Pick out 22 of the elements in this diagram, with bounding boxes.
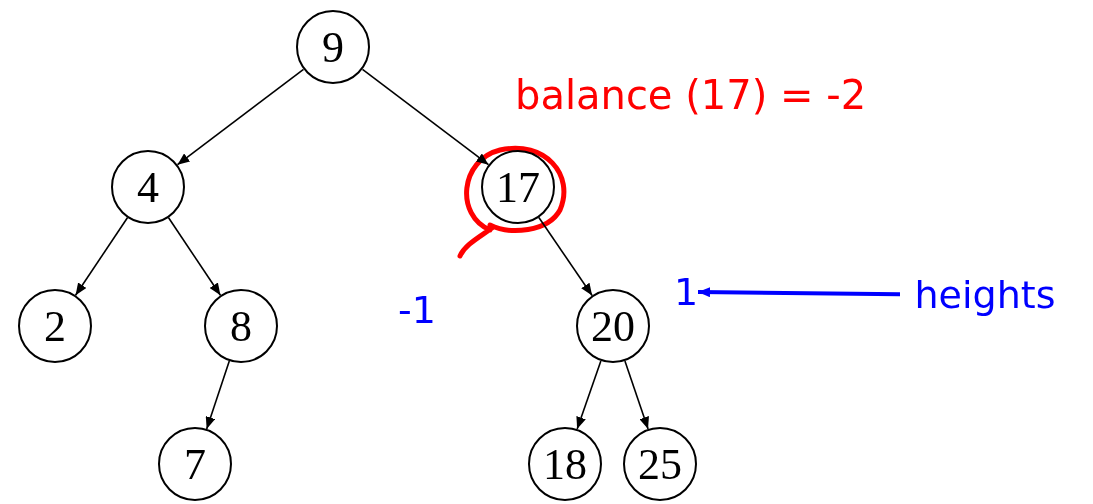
tree-node-circle: 17 (481, 150, 555, 224)
arrow (167, 216, 222, 297)
tree-node-circle: 9 (296, 10, 370, 84)
annotation-text: heights (900, 267, 1070, 323)
tree-node-circle: 2 (18, 289, 92, 363)
tree-node-circle: 25 (623, 427, 697, 501)
arrow (74, 216, 129, 297)
tree-node-circle: 7 (158, 427, 232, 501)
annotation-text: -1 (398, 288, 436, 332)
tree-node-circle: 4 (111, 150, 185, 224)
tree-node-circle: 20 (576, 289, 650, 363)
tree-node-circle: 8 (204, 289, 278, 363)
arrow (361, 68, 490, 166)
arrow (624, 360, 649, 430)
arrow (576, 360, 602, 430)
arrow (697, 287, 901, 298)
tree-node-circle: 18 (528, 427, 602, 501)
arrow (538, 216, 593, 297)
arrow (205, 360, 231, 430)
annotation-text: balance (17) = -2 (515, 72, 867, 118)
arrow (176, 68, 305, 166)
annotation-text: 1 (674, 268, 698, 316)
